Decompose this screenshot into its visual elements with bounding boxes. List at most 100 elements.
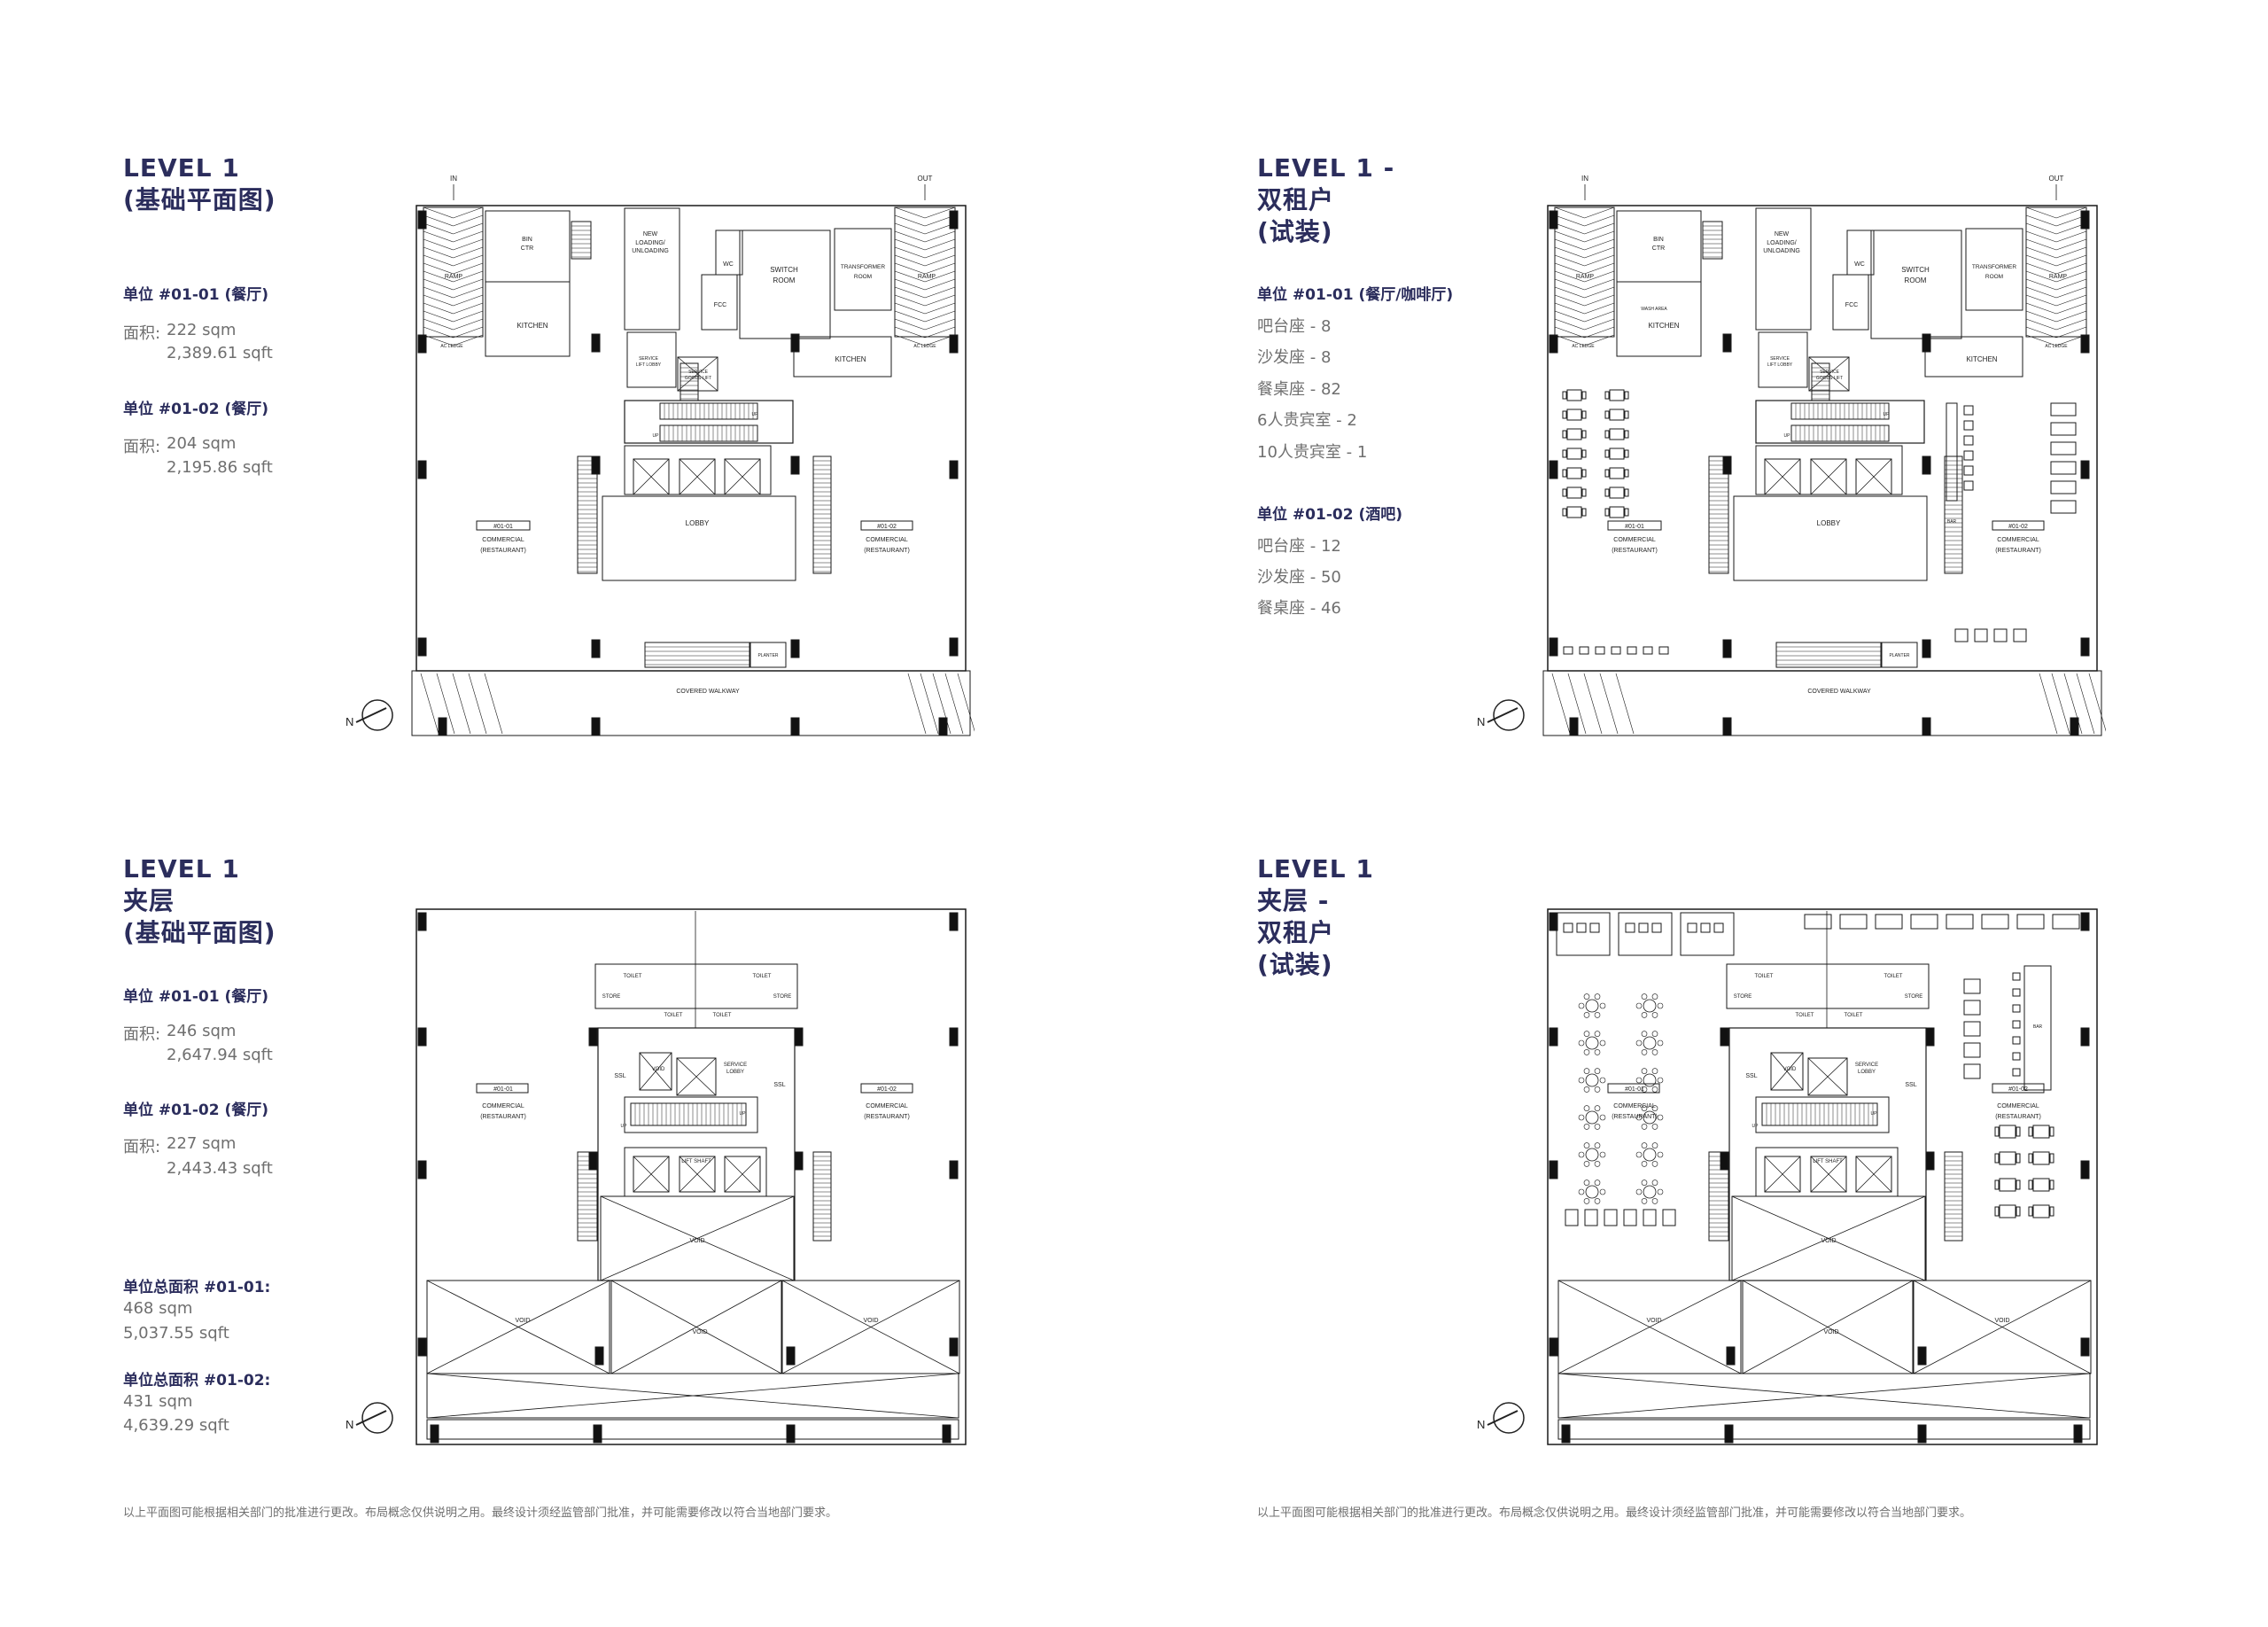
round-table — [1643, 999, 1657, 1013]
chair — [1635, 1077, 1643, 1084]
chair — [1594, 1198, 1601, 1204]
unit-number: #01-02 — [877, 1086, 897, 1093]
vip-room — [1680, 912, 1735, 956]
chair — [1635, 1188, 1643, 1195]
column — [430, 1424, 439, 1444]
chair — [1583, 1012, 1590, 1018]
room-label: RAMP — [2049, 274, 2068, 280]
round-table — [1643, 1110, 1657, 1125]
void — [1557, 1280, 1742, 1374]
ramp-hatch — [423, 214, 454, 227]
area-sqm: 227 sqm — [167, 1134, 237, 1153]
column — [417, 1027, 427, 1047]
column — [949, 1160, 959, 1179]
chair — [1604, 449, 1610, 458]
round-table — [1643, 1036, 1657, 1050]
column — [2080, 1160, 2090, 1179]
toilet-block — [594, 963, 798, 1009]
ramp-hatch — [1554, 334, 1585, 346]
north-arrow-icon: N — [1475, 696, 1528, 731]
chair — [2028, 1126, 2033, 1137]
ramp-hatch — [1554, 238, 1585, 251]
unit-tag — [1607, 1083, 1660, 1094]
chair — [1604, 410, 1610, 419]
column — [1724, 1424, 1734, 1444]
ramp-hatch — [1584, 334, 1615, 346]
void — [610, 1280, 782, 1374]
kitchen-right — [793, 336, 892, 378]
chair — [1604, 488, 1610, 497]
room-label: (RESTAURANT) — [480, 1114, 526, 1120]
room-label: COMMERCIAL — [482, 537, 524, 543]
room-label: (RESTAURANT) — [864, 548, 910, 554]
lift — [1855, 458, 1892, 495]
column — [790, 717, 800, 736]
banquette — [1643, 1209, 1657, 1226]
ramp-hatch — [453, 286, 484, 299]
covered-walkway — [1542, 670, 2102, 736]
chair — [2049, 1179, 2054, 1190]
walkway-hatch — [907, 673, 927, 735]
chair — [1583, 1049, 1590, 1055]
area-label: 面积: — [123, 324, 161, 343]
ramp-hatch — [894, 326, 926, 339]
ramp-hatch — [2025, 230, 2057, 243]
dining-table — [1609, 389, 1625, 401]
column — [1917, 1424, 1927, 1444]
ramp-hatch — [894, 270, 926, 283]
chair — [1651, 1198, 1658, 1204]
banquette — [1662, 1209, 1676, 1226]
title-line: 双租户 — [1257, 185, 1335, 214]
void-shaft — [639, 1052, 672, 1091]
chair — [1657, 1114, 1664, 1121]
walkway-hatch — [2063, 673, 2083, 735]
ramp-hatch — [924, 326, 956, 339]
column — [417, 912, 427, 931]
room-label: TOILET — [1755, 974, 1774, 979]
banquette — [1565, 1209, 1579, 1226]
ramp-hatch — [2055, 318, 2087, 331]
room-label: RAMP — [1576, 274, 1595, 280]
chair — [1562, 469, 1567, 478]
bar-stool — [2012, 1068, 2021, 1077]
ramp-hatch — [2055, 326, 2087, 339]
room-label: VOID — [1994, 1318, 2009, 1324]
room-label: SERVICE — [724, 1063, 747, 1068]
lift — [1810, 1156, 1847, 1193]
toilet-block — [1726, 963, 1930, 1009]
chair — [1604, 430, 1610, 439]
void-strip — [1557, 1373, 2091, 1419]
dining-table — [1609, 467, 1625, 479]
ramp-hatch — [894, 278, 926, 291]
column — [790, 333, 800, 353]
escalator-core — [624, 400, 794, 444]
dining-table — [1999, 1151, 2016, 1165]
room-label: BAR — [1947, 519, 1957, 525]
column — [794, 1151, 804, 1171]
fcc — [1832, 274, 1869, 331]
column — [1922, 639, 1931, 658]
room-label: TOILET — [624, 974, 642, 979]
title-line: (试装) — [1257, 217, 1333, 246]
round-table — [1585, 1073, 1599, 1087]
ramp-hatch — [2025, 286, 2057, 299]
room-label: BIN — [522, 237, 532, 243]
walkway-hatch — [1567, 673, 1587, 735]
chair — [1641, 1068, 1648, 1074]
panel-mezz-fitout-title: LEVEL 1 夹层 - 双租户 (试装) — [1257, 853, 1374, 981]
chair — [1624, 449, 1629, 458]
lift — [633, 1156, 670, 1193]
ramp-hatch — [1554, 302, 1585, 315]
lounge-chair — [1963, 1000, 1981, 1016]
dining-table — [1566, 448, 1582, 460]
ramp-hatch — [924, 254, 956, 267]
service-lift-lobby — [1758, 331, 1808, 388]
chair — [1641, 1086, 1648, 1093]
ramp-hatch — [2055, 254, 2087, 267]
column — [938, 717, 948, 736]
ramp-hatch — [1584, 326, 1615, 339]
bar-stool — [1643, 646, 1653, 655]
north-label: N — [1477, 715, 1485, 728]
round-table — [1585, 1185, 1599, 1199]
unit-heading: 单位 #01-02 (餐厅) — [123, 1102, 268, 1119]
